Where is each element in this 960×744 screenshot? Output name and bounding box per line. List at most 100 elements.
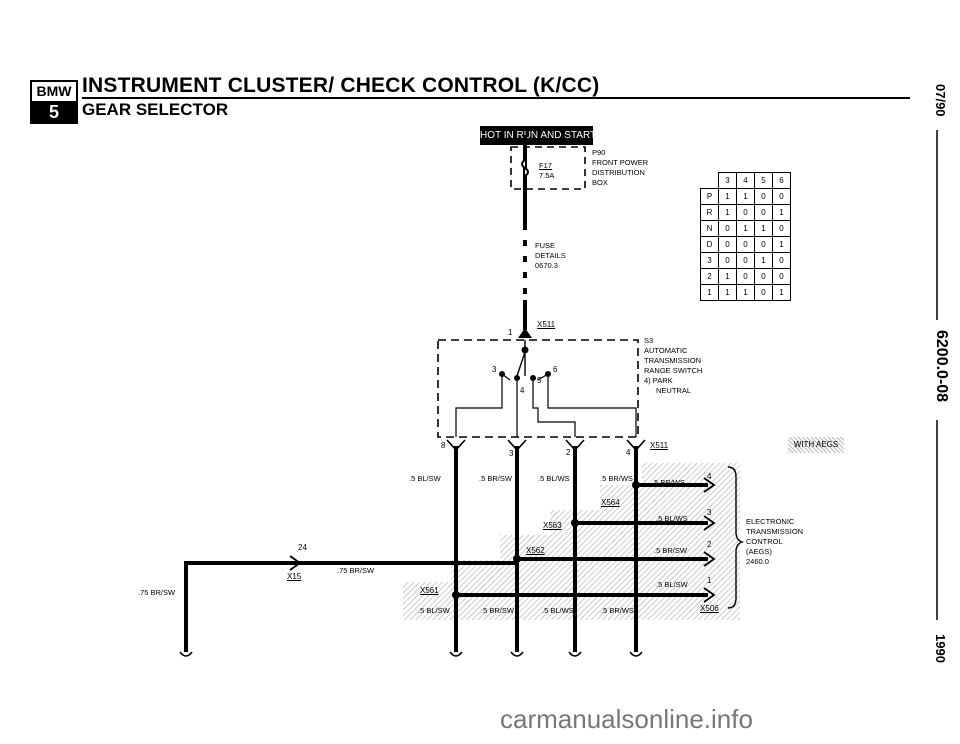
truth-cell: 0 bbox=[754, 268, 773, 285]
truth-cell: 0 bbox=[772, 188, 791, 205]
truth-cell: 1 bbox=[736, 220, 755, 237]
s3-line4: 4) PARK bbox=[644, 376, 673, 385]
fuse-rating: 7.5A bbox=[539, 171, 555, 180]
page-title: INSTRUMENT CLUSTER/ CHECK CONTROL (K/CC) bbox=[82, 74, 600, 97]
x562-label: X562 bbox=[526, 546, 545, 555]
truth-cell: 1 bbox=[718, 268, 737, 285]
x564-label: X564 bbox=[601, 498, 620, 507]
watermark: carmanualsonline.info bbox=[500, 704, 753, 734]
truth-cell: 1 bbox=[718, 284, 737, 301]
wire-label-8: .5 BL/SW bbox=[656, 580, 688, 589]
splice-x563 bbox=[571, 519, 579, 527]
splice-x561 bbox=[452, 591, 460, 599]
title-rule bbox=[82, 97, 910, 99]
truth-row: 2 1 0 0 0 bbox=[700, 268, 791, 285]
logo-series: 5 bbox=[32, 103, 76, 122]
x506-label: X506 bbox=[700, 604, 719, 613]
aegs-pin-1: 1 bbox=[707, 576, 712, 585]
truth-cell: 1 bbox=[772, 236, 791, 253]
truth-corner bbox=[701, 173, 719, 189]
x561-label: X561 bbox=[420, 586, 439, 595]
splice-x564 bbox=[632, 481, 640, 489]
with-aegs-tag: WITH AEGS bbox=[788, 437, 844, 453]
p90-line3: BOX bbox=[592, 178, 608, 187]
truth-cell: 0 bbox=[736, 236, 755, 253]
bottom-wire-label-1: .5 BL/SW bbox=[418, 606, 450, 615]
egs-line4: (AEGS) bbox=[746, 547, 772, 556]
truth-cell: 0 bbox=[718, 220, 737, 237]
x563-label: X563 bbox=[543, 521, 562, 530]
truth-cell: 0 bbox=[754, 188, 773, 205]
pin-1: 1 bbox=[508, 328, 513, 337]
wire-label-5: .5 BR/WS bbox=[652, 478, 685, 487]
truth-row-label: 3 bbox=[700, 252, 719, 269]
truth-cell: 0 bbox=[718, 236, 737, 253]
truth-header-cell: 3 bbox=[718, 172, 737, 189]
p90-line1: FRONT POWER bbox=[592, 158, 649, 167]
x511-pin-8: 8 bbox=[441, 441, 446, 450]
p90-id: P90 bbox=[592, 148, 606, 157]
wire-label-75-lower: .75 BR/SW bbox=[138, 588, 176, 597]
wire-label-6: .5 BL/WS bbox=[656, 514, 688, 523]
aegs-pin-4: 4 bbox=[707, 472, 712, 481]
wire-label-4: .5 BR/WS bbox=[600, 474, 633, 483]
x15-connector bbox=[289, 555, 302, 571]
p90-box bbox=[510, 146, 586, 190]
pin-5: 5 bbox=[537, 376, 542, 385]
wire-label-7: .5 BR/SW bbox=[654, 546, 687, 555]
truth-cell: 0 bbox=[772, 252, 791, 269]
truth-cell: 1 bbox=[754, 252, 773, 269]
hot-in-run-label: HOT IN RUN AND START bbox=[480, 126, 596, 145]
truth-row: 1 1 1 0 1 bbox=[700, 284, 791, 301]
x511-top-label: X511 bbox=[537, 320, 556, 329]
truth-row: P 1 1 0 0 bbox=[700, 188, 791, 205]
p90-line2: DISTRIBUTION bbox=[592, 168, 645, 177]
x511-pin-2: 2 bbox=[566, 448, 571, 457]
egs-line5: 2460.0 bbox=[746, 557, 769, 566]
egs-line1: ELECTRONIC bbox=[746, 517, 795, 526]
truth-cell: 1 bbox=[772, 284, 791, 301]
pin-4: 4 bbox=[520, 386, 525, 395]
pin-6: 6 bbox=[553, 365, 558, 374]
x511-bottom-label: X511 bbox=[650, 441, 669, 450]
truth-row-label: P bbox=[700, 188, 719, 205]
fuse-id: F17 bbox=[539, 161, 552, 170]
fuse-details-line3: 0670.3 bbox=[535, 261, 558, 270]
s3-line3: RANGE SWITCH bbox=[644, 366, 703, 375]
truth-cell: 0 bbox=[754, 236, 773, 253]
wire-label-3: .5 BL/WS bbox=[538, 474, 570, 483]
x511-pin-4: 4 bbox=[626, 448, 631, 457]
truth-header-cell: 6 bbox=[772, 172, 791, 189]
fuse-symbol bbox=[521, 159, 529, 177]
s3-switch-box bbox=[437, 339, 639, 438]
x511-top-connector bbox=[518, 328, 532, 338]
truth-row-label: 2 bbox=[700, 268, 719, 285]
truth-row: D 0 0 0 1 bbox=[700, 236, 791, 253]
truth-cell: 0 bbox=[754, 284, 773, 301]
truth-row: R 1 0 0 1 bbox=[700, 204, 791, 221]
wire-label-1: .5 BL/SW bbox=[409, 474, 441, 483]
truth-cell: 0 bbox=[772, 220, 791, 237]
pin-24: 24 bbox=[298, 543, 307, 552]
truth-header-cell: 4 bbox=[736, 172, 755, 189]
s3-line1: AUTOMATIC bbox=[644, 346, 688, 355]
truth-cell: 1 bbox=[736, 284, 755, 301]
truth-header-row: 3 4 5 6 bbox=[701, 172, 791, 189]
truth-cell: 0 bbox=[772, 268, 791, 285]
truth-cell: 1 bbox=[772, 204, 791, 221]
aegs-brace bbox=[727, 466, 745, 609]
x511-pin-3: 3 bbox=[509, 449, 514, 458]
truth-cell: 1 bbox=[718, 204, 737, 221]
wire-label-75-upper: .75 BR/SW bbox=[337, 566, 375, 575]
switch-truth-table: 3 4 5 6 P 1 1 0 0 R 1 0 0 1 N 0 1 1 0 D … bbox=[700, 172, 791, 301]
truth-cell: 0 bbox=[754, 204, 773, 221]
truth-row-label: R bbox=[700, 204, 719, 221]
logo-brand: BMW bbox=[32, 82, 76, 103]
aegs-shaded-area bbox=[403, 463, 740, 620]
truth-cell: 0 bbox=[736, 252, 755, 269]
truth-cell: 1 bbox=[718, 188, 737, 205]
bottom-wire-label-3: .5 BL/WS bbox=[542, 606, 574, 615]
truth-cell: 0 bbox=[718, 252, 737, 269]
truth-cell: 1 bbox=[754, 220, 773, 237]
